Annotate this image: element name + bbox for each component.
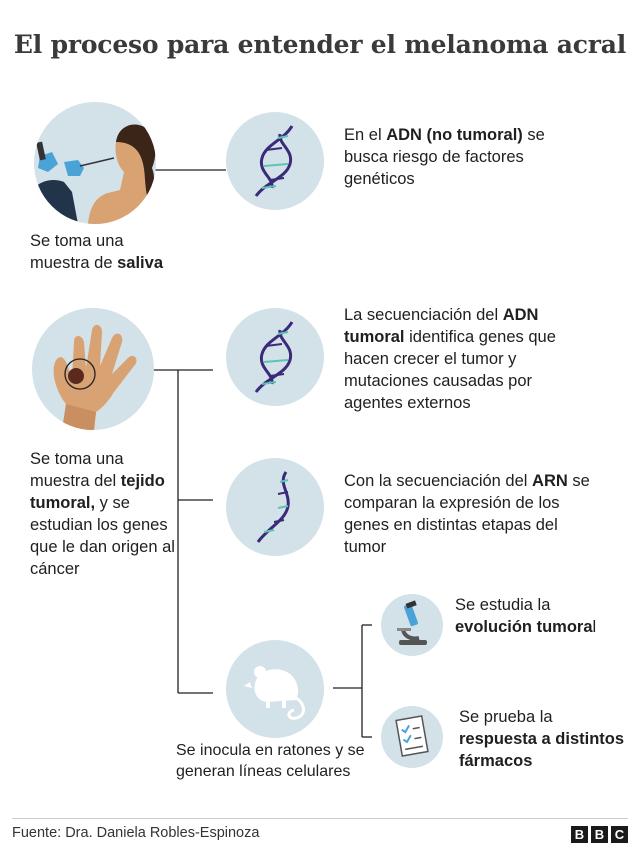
rna-text: Con la secuenciación del ARN se comparan… — [344, 472, 590, 556]
drugs-text: Se prueba la respuesta a distintos fárma… — [459, 708, 625, 770]
rna-icon — [226, 458, 324, 556]
tumor-tissue-illustration — [32, 308, 154, 430]
saliva-sample-illustration — [34, 102, 156, 224]
checklist-icon — [381, 706, 443, 768]
bbc-logo-letter: B — [591, 826, 608, 843]
source-credit: Fuente: Dra. Daniela Robles-Espinoza — [12, 825, 260, 841]
bbc-logo-letter: C — [611, 826, 628, 843]
saliva-step-text: Se toma una muestra de saliva — [30, 232, 163, 272]
dna-tumor-icon — [226, 308, 324, 406]
bbc-logo-letter: B — [571, 826, 588, 843]
dna-normal-icon — [226, 112, 324, 210]
bbc-logo: B B C — [571, 826, 628, 843]
tissue-step-text: Se toma una muestra del tejido tumoral, … — [30, 450, 175, 578]
dna-normal-text: En el ADN (no tumoral) se busca riesgo d… — [344, 126, 545, 188]
mice-step-text: Se inocula en ratones y se generan línea… — [176, 742, 365, 780]
mouse-icon — [226, 640, 324, 738]
page-title: El proceso para entender el melanoma acr… — [13, 30, 627, 59]
footer-divider — [12, 818, 628, 819]
evolution-text: Se estudia la evolución tumoral — [455, 596, 597, 636]
microscope-icon — [381, 594, 443, 656]
dna-tumor-text: La secuenciación del ADN tumoral identif… — [344, 306, 556, 412]
